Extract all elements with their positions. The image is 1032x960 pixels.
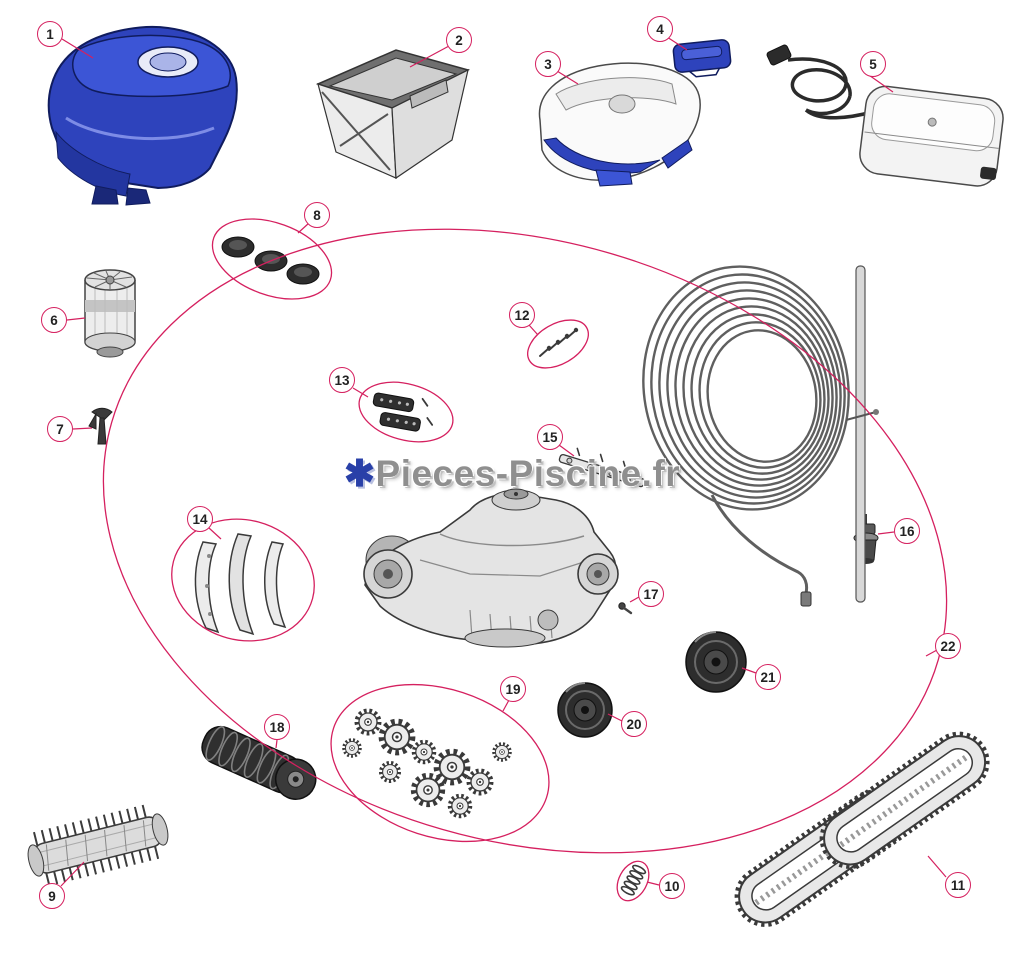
part-2-filter-basket-drawing: [315, 49, 471, 180]
part-7-valve-drawing: [88, 407, 113, 445]
part-22-cable-drawing: [642, 265, 879, 607]
callout-10: 10: [659, 873, 685, 899]
callout-22: 22: [935, 633, 961, 659]
callout-21: 21: [755, 664, 781, 690]
callout-4: 4: [647, 16, 673, 42]
callout-7: 7: [47, 416, 73, 442]
part-5-power-supply-drawing: [766, 44, 1004, 187]
part-8-discs-drawing: [221, 236, 320, 285]
part-9-brush-roller-drawing: [27, 803, 169, 887]
group-ellipse-10: [616, 860, 650, 902]
part-19-gears-drawing: [342, 711, 512, 816]
callout-9: 9: [39, 883, 65, 909]
part-17-screw-drawing: [618, 602, 633, 615]
callout-2: 2: [446, 27, 472, 53]
group-ellipse-14: [171, 518, 315, 642]
part-6-cylinder-drawing: [84, 269, 136, 358]
part-14-blades-drawing: [194, 533, 287, 636]
part-4-flap-drawing: [672, 39, 732, 78]
callout-17: 17: [638, 581, 664, 607]
callout-3: 3: [535, 51, 561, 77]
part-11-tracks-drawing: [734, 731, 990, 927]
callout-18: 18: [264, 714, 290, 740]
part-1-robot-body-drawing: [47, 26, 238, 206]
part-13-plates-drawing: [372, 392, 434, 432]
callout-15: 15: [537, 424, 563, 450]
callout-5: 5: [860, 51, 886, 77]
part-10-spring-drawing: [620, 864, 647, 896]
part-3-top-cover-drawing: [538, 62, 701, 187]
group-ellipse-12: [527, 319, 589, 369]
callout-19: 19: [500, 676, 526, 702]
part-15-strip-drawing: [558, 447, 646, 488]
callout-14: 14: [187, 506, 213, 532]
callout-13: 13: [329, 367, 355, 393]
part-12-screws-drawing: [539, 327, 579, 357]
part-20-wheel-drawing: [557, 682, 613, 738]
callout-20: 20: [621, 711, 647, 737]
callout-12: 12: [509, 302, 535, 328]
watermark-text: Pieces-Piscine.fr: [375, 453, 681, 494]
callout-1: 1: [37, 21, 63, 47]
callout-11: 11: [945, 872, 971, 898]
part-21-wheel-drawing: [685, 631, 747, 693]
callout-8: 8: [304, 202, 330, 228]
callout-16: 16: [894, 518, 920, 544]
chassis-drawing: [363, 488, 619, 648]
callout-group-ellipses: [102, 218, 948, 902]
part-18-foam-roller-drawing: [201, 725, 317, 800]
group-ellipse-19: [330, 683, 550, 843]
watermark: ✱Pieces-Piscine.fr: [344, 452, 680, 495]
group-ellipse-13: [358, 381, 454, 443]
group-ellipse-8: [211, 218, 333, 300]
callout-6: 6: [41, 307, 67, 333]
watermark-asterisk-icon: ✱: [344, 453, 376, 494]
group-ellipse-22: [102, 228, 948, 854]
